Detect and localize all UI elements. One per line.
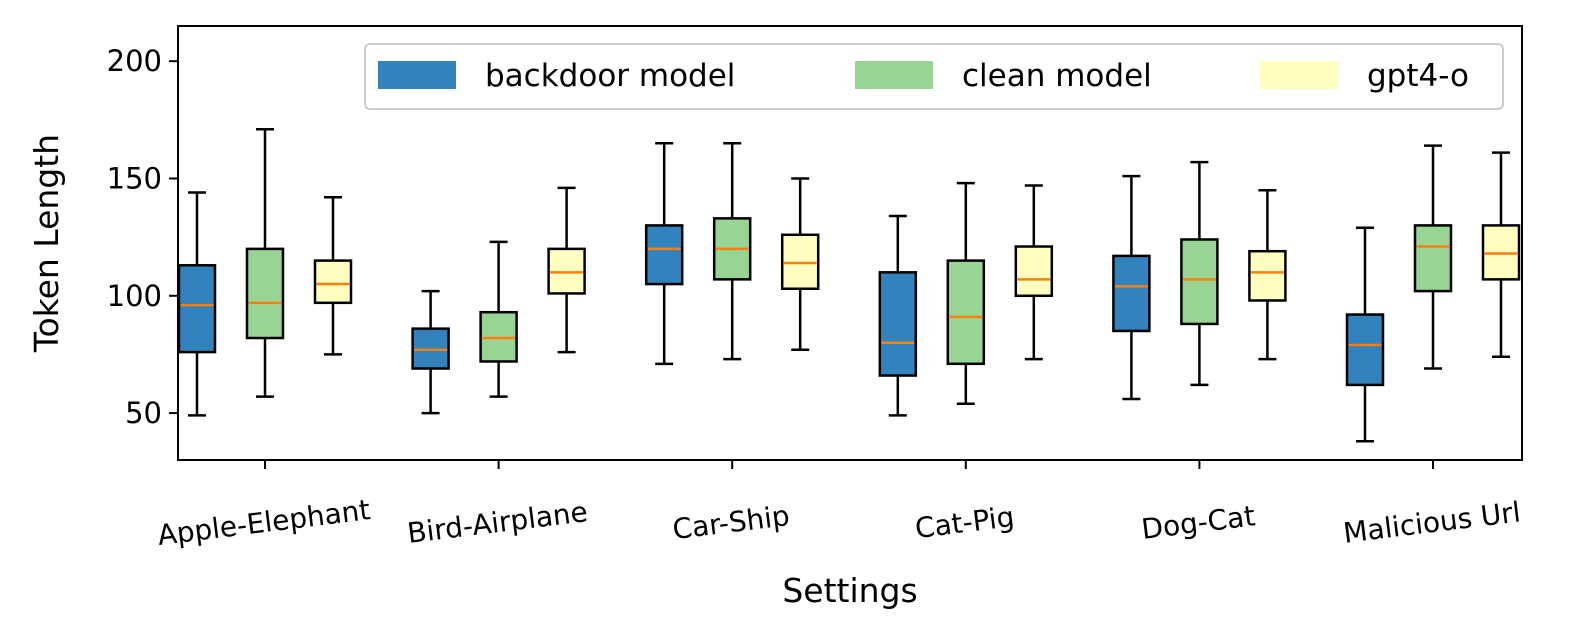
- box-backdoor-model-dog-cat: [1112, 174, 1151, 401]
- box-clean-model-malicious-url: [1413, 144, 1453, 370]
- legend-frame: [364, 43, 1504, 110]
- box-gpt4-o-bird-airplane: [547, 186, 586, 354]
- iqr-box: [1413, 224, 1453, 293]
- box-gpt4-o-car-ship: [780, 177, 820, 351]
- y-tick-label-150: 150: [107, 161, 162, 195]
- y-tick-label-100: 100: [107, 279, 162, 313]
- box-clean-model-car-ship: [712, 142, 752, 361]
- iqr-box: [1014, 245, 1054, 298]
- x-axis-title: Settings: [782, 571, 917, 610]
- iqr-box: [946, 259, 986, 366]
- iqr-box: [177, 264, 217, 354]
- x-axis: Apple-Elephant Bird-Airplane Car-Ship Cat-P…: [156, 460, 1522, 552]
- box-clean-model-dog-cat: [1180, 160, 1219, 387]
- legend-label-clean-model: clean model: [962, 58, 1152, 94]
- box-gpt4-o-malicious-url: [1481, 151, 1521, 359]
- iqr-box: [1112, 254, 1151, 333]
- iqr-box: [644, 224, 684, 286]
- box-gpt4-o-dog-cat: [1248, 188, 1287, 361]
- iqr-box: [1180, 238, 1219, 326]
- legend-swatch-backdoor-model: [378, 61, 456, 89]
- plot-marks: [177, 127, 1521, 443]
- iqr-box: [245, 247, 285, 340]
- legend-label-gpt4-o: gpt4-o: [1367, 58, 1469, 94]
- x-tick-label-apple-elephant: Apple-Elephant: [156, 493, 372, 552]
- legend: backdoor model clean model gpt4-o: [364, 43, 1504, 110]
- x-tick-label-cat-pig: Cat-Pig: [913, 500, 1016, 545]
- box-backdoor-model-apple-elephant: [177, 191, 217, 417]
- box-clean-model-apple-elephant: [245, 127, 285, 398]
- box-backdoor-model-malicious-url: [1345, 226, 1385, 443]
- box-backdoor-model-cat-pig: [878, 214, 918, 417]
- box-gpt4-o-apple-elephant: [313, 196, 353, 356]
- y-tick-label-200: 200: [107, 44, 162, 78]
- box-backdoor-model-car-ship: [644, 142, 684, 366]
- y-axis-title: Token Length: [27, 134, 66, 353]
- x-tick-label-bird-airplane: Bird-Airplane: [405, 495, 589, 550]
- x-tick-label-dog-cat: Dog-Cat: [1140, 499, 1257, 546]
- iqr-box: [1345, 313, 1385, 387]
- y-tick-label-50: 50: [125, 396, 162, 430]
- box-backdoor-model-bird-airplane: [411, 289, 450, 415]
- iqr-box: [1248, 249, 1287, 302]
- x-tick-label-malicious-url: Malicious Url: [1341, 495, 1522, 549]
- plot-frame: [177, 25, 1523, 461]
- box-clean-model-cat-pig: [946, 181, 986, 405]
- legend-label-backdoor-model: backdoor model: [485, 58, 735, 94]
- box-clean-model-bird-airplane: [479, 240, 518, 398]
- legend-swatch-gpt4-o: [1260, 61, 1338, 89]
- box-gpt4-o-cat-pig: [1014, 184, 1054, 361]
- iqr-box: [878, 271, 918, 377]
- y-axis: 50 100 150 200: [107, 44, 178, 430]
- x-tick-label-car-ship: Car-Ship: [671, 499, 792, 546]
- legend-swatch-clean-model: [855, 61, 933, 89]
- iqr-box: [313, 259, 353, 305]
